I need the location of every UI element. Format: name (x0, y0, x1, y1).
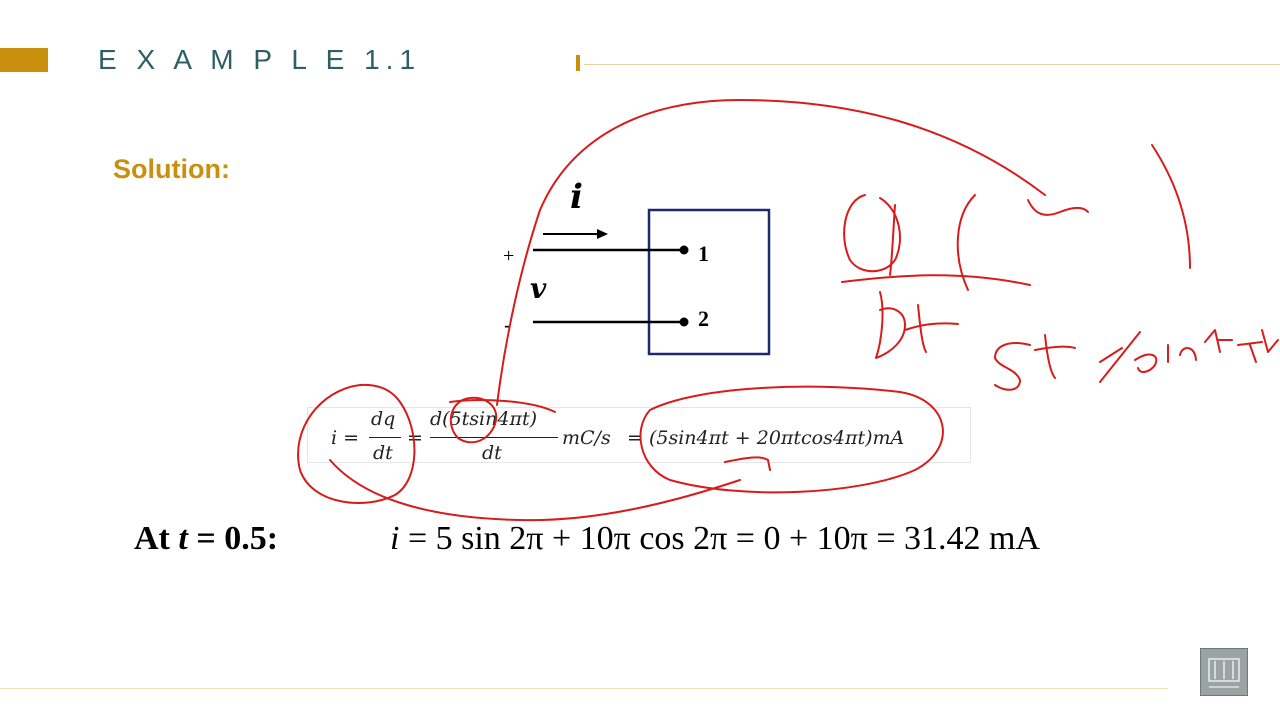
terminal-1-label: 1 (698, 241, 709, 266)
equation-rhs: = (5sin4πt + 20πtcos4πt)mA (627, 427, 905, 449)
evaluation-var-i: i (390, 520, 400, 557)
frac2-numerator: d(5tsin4πt) (430, 408, 537, 430)
equation-lhs: i = (331, 427, 360, 449)
evaluation-prefix: At t = 0.5: (134, 520, 278, 558)
frac2-denominator: dt (482, 442, 502, 464)
terminal-1-dot (679, 245, 689, 255)
plus-sign: + (503, 245, 514, 267)
terminal-2-label: 2 (698, 306, 709, 331)
slide-title: E X A M P L E 1.1 (98, 44, 422, 75)
evaluation-equation: i = 5 sin 2π + 10π cos 2π = 0 + 10π = 31… (390, 520, 1040, 558)
voltage-label: v (530, 272, 547, 305)
frac1-numerator: dq (371, 408, 396, 430)
title-rule (584, 64, 1280, 65)
evaluation-at: At (134, 520, 170, 557)
university-logo (1200, 648, 1248, 696)
minus-sign: - (504, 312, 511, 337)
frac1-line (369, 437, 401, 438)
frac1-denominator: dt (373, 442, 393, 464)
current-label: i (570, 177, 583, 217)
evaluation-t-value: = 0.5: (196, 520, 279, 557)
equation-units: mC/s (562, 427, 611, 449)
logo-emblem-icon (1208, 658, 1240, 688)
title-rule-tick (576, 55, 580, 71)
terminal-2-dot (679, 317, 689, 327)
circuit-element-box (647, 208, 771, 356)
equation-equals-2: = (407, 427, 423, 449)
title-accent-block (0, 48, 48, 72)
evaluation-var-t: t (178, 520, 188, 557)
evaluation-expression: = 5 sin 2π + 10π cos 2π = 0 + 10π = 31.4… (407, 520, 1040, 557)
frac2-line (430, 437, 558, 438)
footer-rule (0, 688, 1168, 689)
current-arrow-head (597, 229, 608, 239)
solution-label: Solution: (113, 154, 230, 184)
